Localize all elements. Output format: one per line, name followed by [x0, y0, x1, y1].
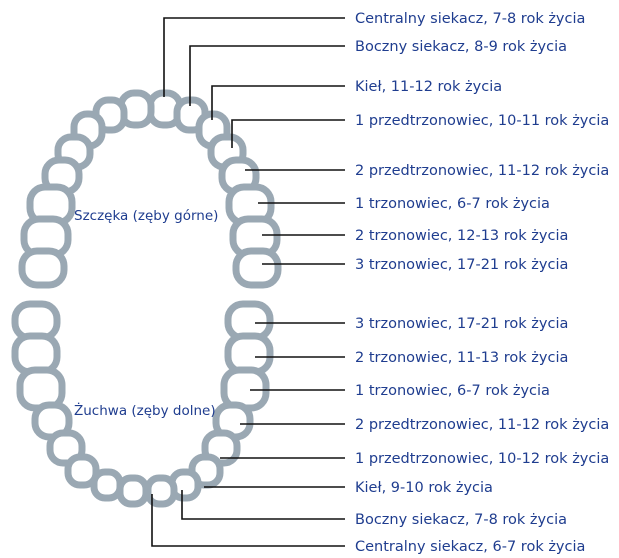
upper-label-canine: Kieł, 11-12 rok życia [355, 79, 502, 95]
leader-lower-lateral-incisor [182, 490, 345, 519]
upper-label-molar1: 1 trzonowiec, 6-7 rok życia [355, 196, 550, 212]
lower-label-premolar2: 2 przedtrzonowiec, 11-12 rok życia [355, 417, 609, 433]
upper-label-molar2: 2 trzonowiec, 12-13 rok życia [355, 228, 568, 244]
lower-label-canine: Kieł, 9-10 rok życia [355, 480, 493, 496]
upper-molar3-right [236, 251, 278, 285]
upper-label-central-incisor: Centralny siekacz, 7-8 rok życia [355, 11, 585, 27]
upper-label-premolar2: 2 przedtrzonowiec, 11-12 rok życia [355, 163, 609, 179]
upper-label-lateral-incisor: Boczny siekacz, 8-9 rok życia [355, 39, 567, 55]
lower-label-molar2: 2 trzonowiec, 11-13 rok życia [355, 350, 568, 366]
lower-label-molar3: 3 trzonowiec, 17-21 rok życia [355, 316, 568, 332]
leader-upper-lateral-incisor [190, 46, 345, 106]
upper-labels: Centralny siekacz, 7-8 rok życia Boczny … [355, 11, 609, 273]
lower-central-incisor-left [120, 478, 146, 504]
lower-jaw-title: Żuchwa (zęby dolne) [74, 401, 216, 419]
leader-upper-canine [212, 86, 345, 120]
leader-lower-central-incisor [152, 494, 345, 546]
lower-label-lateral-incisor: Boczny siekacz, 7-8 rok życia [355, 512, 567, 528]
upper-molar3-left [22, 251, 64, 285]
lower-labels: 3 trzonowiec, 17-21 rok życia 2 trzonowi… [355, 316, 609, 555]
upper-label-premolar1: 1 przedtrzonowiec, 10-11 rok życia [355, 113, 609, 129]
leader-upper-central-incisor [164, 18, 345, 97]
upper-label-molar3: 3 trzonowiec, 17-21 rok życia [355, 257, 568, 273]
upper-jaw-title: Szczęka (zęby górne) [74, 208, 218, 224]
lower-label-central-incisor: Centralny siekacz, 6-7 rok życia [355, 539, 585, 555]
lower-label-molar1: 1 trzonowiec, 6-7 rok życia [355, 383, 550, 399]
lower-lateral-incisor-left [94, 472, 120, 498]
upper-jaw-teeth [22, 93, 278, 285]
lower-label-premolar1: 1 przedtrzonowiec, 10-12 rok życia [355, 451, 609, 467]
leader-upper-premolar1 [232, 120, 345, 148]
